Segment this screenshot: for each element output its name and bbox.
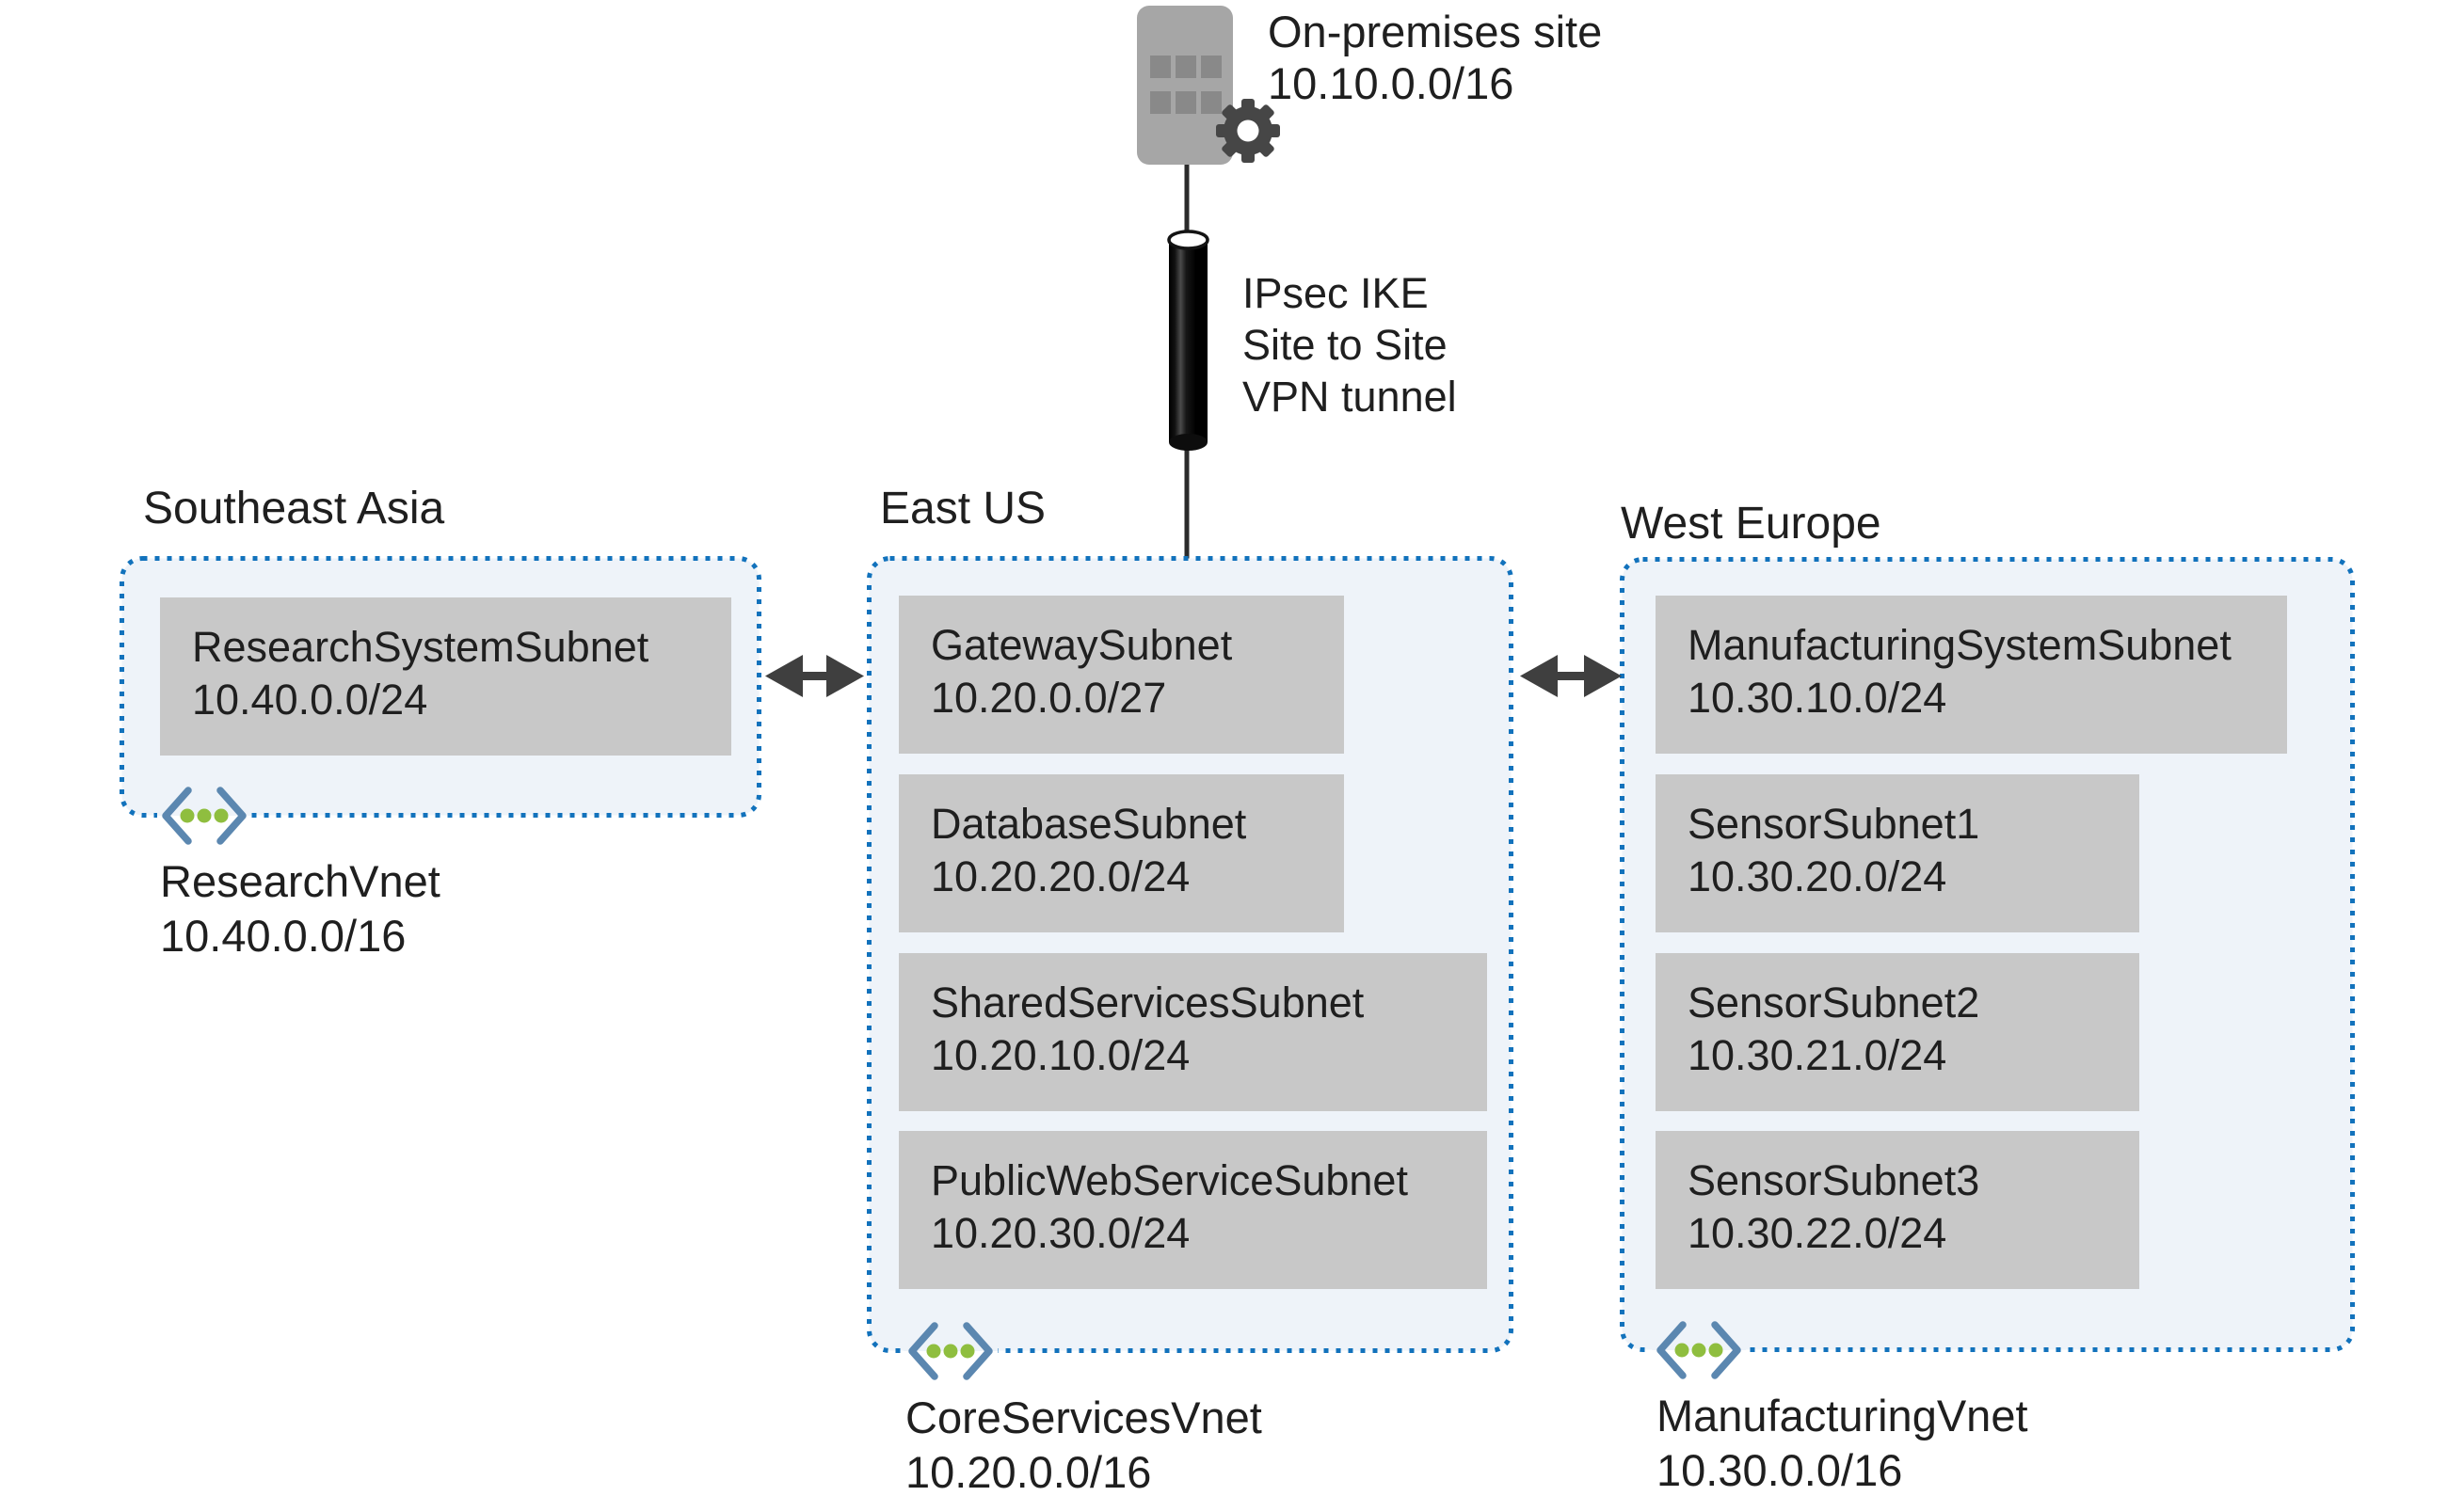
subnet-cidr: 10.20.0.0/27 <box>931 674 1167 722</box>
vnet-name: ResearchVnet <box>160 856 440 906</box>
vnet-caption-researchvnet: ResearchVnet 10.40.0.0/16 <box>160 854 440 963</box>
vnet-cidr: 10.40.0.0/16 <box>160 911 407 961</box>
subnet-box-sensorsubnet1: SensorSubnet1 10.30.20.0/24 <box>1656 774 2139 932</box>
subnet-name: ManufacturingSystemSubnet <box>1688 621 2232 669</box>
subnet-box-sharedservicessubnet: SharedServicesSubnet 10.20.10.0/24 <box>899 953 1487 1111</box>
region-label-east-us: East US <box>880 484 1047 533</box>
region-label-southeast-asia: Southeast Asia <box>143 484 445 533</box>
vnet-cidr: 10.20.0.0/16 <box>905 1447 1152 1496</box>
vnet-icon-manufacturingvnet <box>1652 1325 1746 1376</box>
subnet-box-sensorsubnet3: SensorSubnet3 10.30.22.0/24 <box>1656 1131 2139 1289</box>
vpn-tunnel-label: IPsec IKE Site to Site VPN tunnel <box>1242 267 1457 422</box>
subnet-name: SharedServicesSubnet <box>931 979 1365 1027</box>
vnet-name: ManufacturingVnet <box>1656 1391 2028 1440</box>
subnet-name: DatabaseSubnet <box>931 800 1247 848</box>
peering-arrow-right <box>1520 655 1622 697</box>
on-premises-title: On-premises site <box>1268 7 1603 56</box>
subnet-name: SensorSubnet3 <box>1688 1156 1980 1204</box>
subnet-box-gatewaysubnet: GatewaySubnet 10.20.0.0/27 <box>899 596 1344 754</box>
on-premises-cidr: 10.10.0.0/16 <box>1268 58 1514 108</box>
subnet-name: SensorSubnet1 <box>1688 800 1980 848</box>
subnet-cidr: 10.30.20.0/24 <box>1688 852 1947 900</box>
vpn-tunnel-label-line1: IPsec IKE <box>1242 269 1429 317</box>
subnet-cidr: 10.20.10.0/24 <box>931 1031 1191 1079</box>
subnet-box-publicwebservicesubnet: PublicWebServiceSubnet 10.20.30.0/24 <box>899 1131 1487 1289</box>
vpn-tunnel-label-line3: VPN tunnel <box>1242 373 1457 421</box>
subnet-cidr: 10.20.20.0/24 <box>931 852 1191 900</box>
subnet-box-researchsystemsubnet: ResearchSystemSubnet 10.40.0.0/24 <box>160 597 731 756</box>
subnet-box-manufacturingsystemsubnet: ManufacturingSystemSubnet 10.30.10.0/24 <box>1656 596 2287 754</box>
on-premises-label: On-premises site 10.10.0.0/16 <box>1268 6 1602 109</box>
region-label-west-europe: West Europe <box>1621 499 1881 549</box>
on-premises-building-icon <box>1137 6 1233 165</box>
vnet-cidr: 10.30.0.0/16 <box>1656 1445 1903 1495</box>
vnet-caption-coreservicesvnet: CoreServicesVnet 10.20.0.0/16 <box>905 1391 1262 1496</box>
subnet-name: GatewaySubnet <box>931 621 1233 669</box>
subnet-cidr: 10.40.0.0/24 <box>192 676 428 724</box>
subnet-box-sensorsubnet2: SensorSubnet2 10.30.21.0/24 <box>1656 953 2139 1111</box>
vpn-tunnel-icon <box>1167 230 1209 451</box>
subnet-cidr: 10.30.22.0/24 <box>1688 1209 1947 1257</box>
subnet-box-databasesubnet: DatabaseSubnet 10.20.20.0/24 <box>899 774 1344 932</box>
vpn-tunnel-label-line2: Site to Site <box>1242 321 1448 369</box>
peering-arrow-left <box>765 655 864 697</box>
vnet-icon-coreservicesvnet <box>904 1326 998 1377</box>
vnet-name: CoreServicesVnet <box>905 1393 1262 1442</box>
vnet-icon-researchvnet <box>157 790 251 841</box>
vnet-caption-manufacturingvnet: ManufacturingVnet 10.30.0.0/16 <box>1656 1389 2028 1496</box>
subnet-cidr: 10.30.21.0/24 <box>1688 1031 1947 1079</box>
subnet-name: ResearchSystemSubnet <box>192 623 649 671</box>
subnet-cidr: 10.20.30.0/24 <box>931 1209 1191 1257</box>
subnet-cidr: 10.30.10.0/24 <box>1688 674 1947 722</box>
subnet-name: PublicWebServiceSubnet <box>931 1156 1408 1204</box>
subnet-name: SensorSubnet2 <box>1688 979 1980 1027</box>
